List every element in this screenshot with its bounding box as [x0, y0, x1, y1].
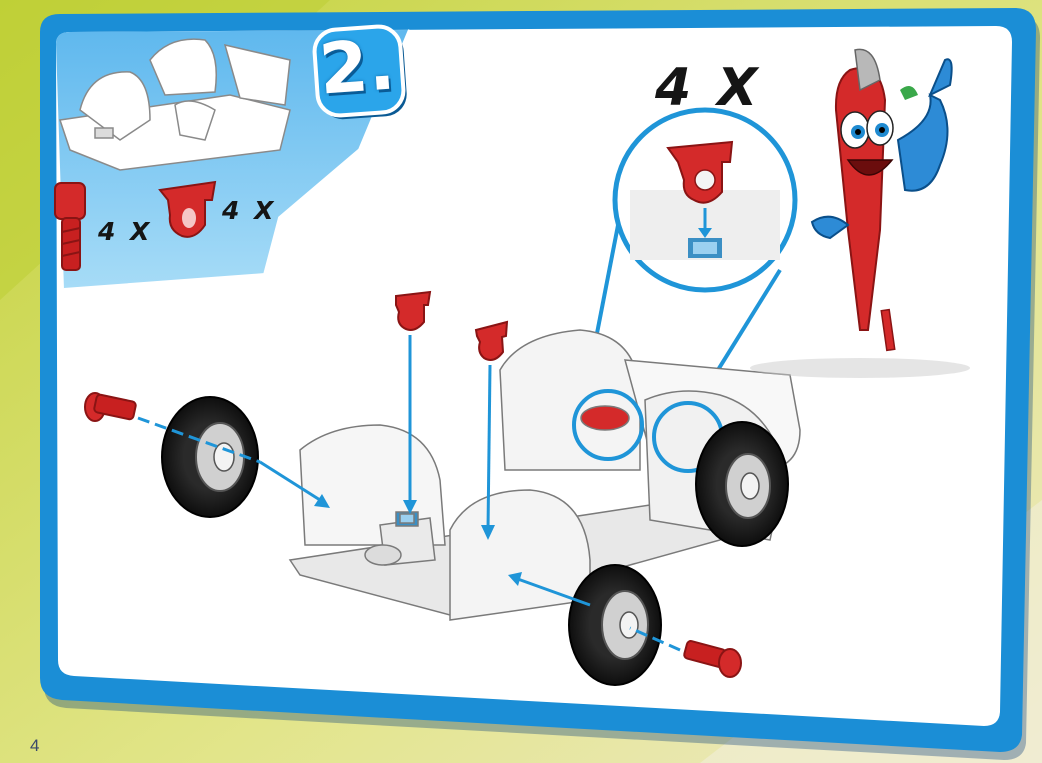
clip-count-label: 4 X	[222, 196, 276, 225]
page-number: 4	[30, 736, 39, 756]
screw-count-label: 4 X	[98, 217, 152, 246]
wheel-icon	[569, 565, 661, 685]
callout-count-label: 4 X	[655, 58, 761, 118]
step-number: 2.	[309, 19, 405, 115]
wheel-icon	[696, 422, 788, 546]
